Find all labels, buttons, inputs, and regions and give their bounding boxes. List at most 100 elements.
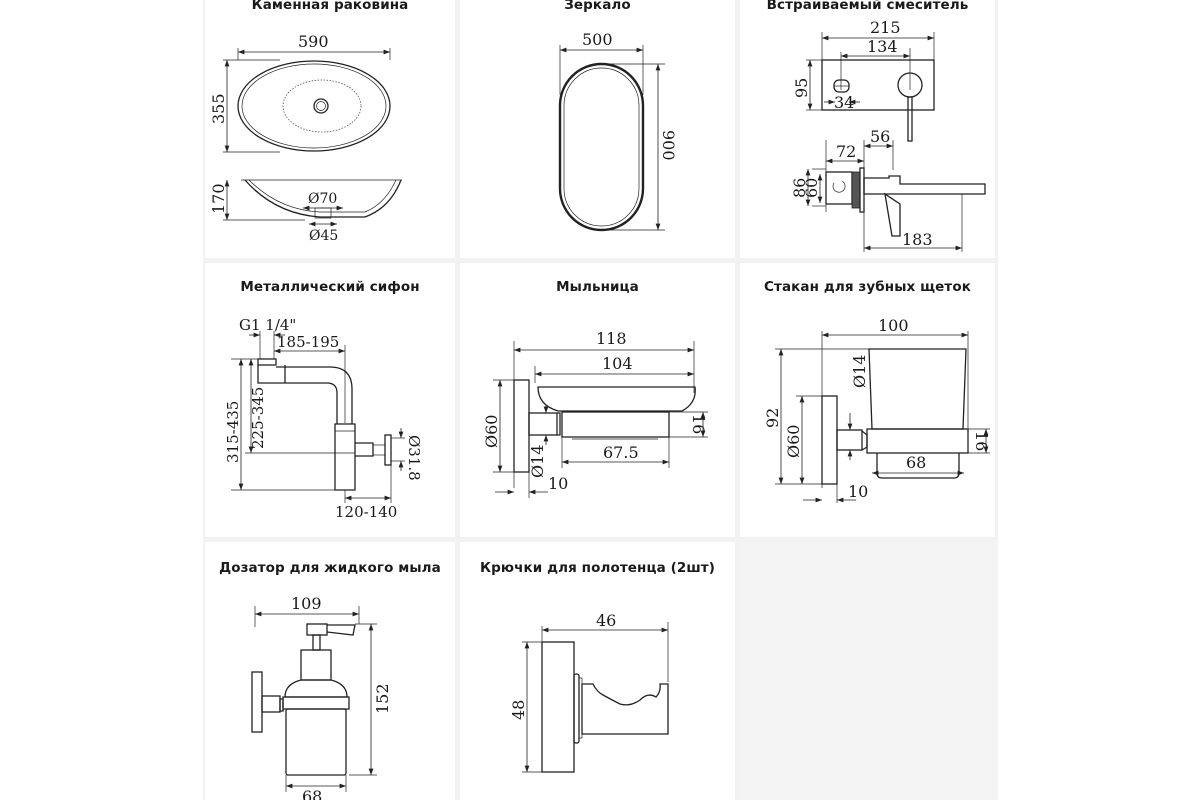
- dim-width: 500: [582, 30, 613, 49]
- dim-width: 109: [291, 594, 322, 613]
- panel-title: Зеркало: [564, 0, 631, 13]
- dim-length: 46: [596, 611, 616, 630]
- panel-title: Каменная раковина: [251, 0, 409, 13]
- dim-holder-length: 67.5: [603, 443, 639, 462]
- dim-width: 590: [298, 32, 329, 51]
- dim-outlet-diameter: Ø31.8: [405, 435, 423, 481]
- dim-height: 900: [659, 130, 678, 161]
- dim-height-outer: 86: [790, 178, 809, 198]
- sink-inner-dashed: [282, 79, 362, 133]
- mixer-drawing: 215 134 95 34 72 56: [790, 18, 986, 252]
- mirror-drawing: 500 900: [558, 30, 678, 232]
- dim-thread: G1 1/4": [239, 316, 296, 334]
- dim-ring-height: 16: [972, 431, 991, 451]
- pump-neck: [300, 649, 332, 681]
- cup-glass: [868, 348, 967, 430]
- siphon-outlet: [355, 442, 374, 457]
- bottle-shoulder: [284, 679, 348, 698]
- dim-cup-bottom: 68: [906, 453, 926, 472]
- soap-dish-drawing: 118 104 Ø60 Ø14 16 67.5: [482, 329, 708, 498]
- dim-height-inlet: 225-345: [249, 387, 267, 449]
- dim-drain-outer: Ø70: [308, 191, 337, 207]
- dim-height: 152: [373, 683, 392, 714]
- panel-title: Металлический сифон: [240, 279, 420, 295]
- spec-sheet-grid: Каменная раковина 590 355: [203, 0, 998, 800]
- dim-base-diameter: Ø60: [482, 415, 501, 448]
- dim-height: 92: [763, 408, 782, 428]
- dim-spacing: 134: [867, 37, 898, 56]
- panel-toothbrush-cup: Стакан для зубных щеток 100 92 Ø60 Ø14: [740, 263, 995, 537]
- dim-spout: 183: [902, 230, 933, 249]
- panel-title: Мыльница: [556, 279, 639, 295]
- pump-spout: [326, 624, 356, 636]
- dim-rod-diameter: Ø14: [850, 355, 869, 388]
- wall-base: [513, 379, 530, 473]
- panel-towel-hooks: Крючки для полотенца (2шт) 46 48: [460, 542, 735, 800]
- dim-total-length: 100: [878, 316, 909, 335]
- dish-holder: [561, 411, 670, 438]
- dim-bottle-width: 68: [302, 787, 322, 800]
- dim-dish-length: 104: [602, 354, 633, 373]
- dim-height: 355: [209, 93, 228, 124]
- hook-arm: [581, 683, 669, 735]
- soap-dish-tray: [537, 386, 696, 412]
- dim-rod-diameter: Ø14: [528, 445, 547, 478]
- dim-handle: 34: [834, 93, 854, 112]
- pump-head: [306, 623, 328, 636]
- dim-height-inner: 60: [802, 178, 821, 198]
- dim-reach: 185-195: [277, 333, 339, 351]
- dim-height: 95: [792, 78, 811, 98]
- siphon-pipe-upper: [276, 366, 353, 424]
- panel-soap-dish: Мыльница 118 104 Ø60 Ø14 16: [460, 263, 735, 537]
- mixer-handle-side: [884, 192, 901, 237]
- panel-empty: [740, 542, 998, 800]
- drain-icon: [313, 98, 329, 114]
- panel-mixer: Встраиваемый смеситель 215 134 95 34: [740, 0, 995, 258]
- panel-title: Стакан для зубных щеток: [764, 279, 971, 295]
- dim-depth: 170: [209, 183, 228, 214]
- mount-rod: [836, 429, 863, 451]
- dim-width: 215: [870, 18, 901, 37]
- panel-title: Встраиваемый смеситель: [766, 0, 969, 13]
- dim-drain-inner: Ø45: [309, 228, 338, 244]
- sink-bowl-outline: [237, 60, 391, 152]
- dim-depth-front: 56: [870, 127, 890, 146]
- dim-holder-height: 16: [689, 414, 708, 434]
- wall-base: [251, 671, 263, 733]
- wall-base: [541, 641, 575, 773]
- panel-soap-dispenser: Дозатор для жидкого мыла 109 152 68: [205, 542, 455, 800]
- soap-dispenser-drawing: 109 152 68: [251, 594, 392, 800]
- siphon-body: [334, 423, 356, 491]
- panel-mirror: Зеркало 500 900: [460, 0, 735, 258]
- dim-base-thickness: 10: [848, 482, 868, 501]
- mount-rod: [528, 412, 558, 436]
- toothbrush-cup-drawing: 100 92 Ø60 Ø14 16 68: [763, 316, 991, 503]
- dim-base-thickness: 10: [548, 474, 568, 493]
- mixer-plate: [821, 59, 935, 111]
- panel-title: Крючки для полотенца (2шт): [480, 560, 715, 576]
- siphon-drawing: G1 1/4" 185-195 315-435 225-345: [224, 316, 423, 521]
- siphon-inlet: [257, 358, 277, 366]
- dim-height: 48: [509, 700, 528, 720]
- mount-rod: [261, 695, 281, 713]
- siphon-flange: [384, 434, 392, 466]
- bottle-body: [285, 708, 347, 776]
- dim-depth-body: 72: [836, 142, 856, 161]
- mixer-spout: [863, 175, 986, 195]
- sink-side-profile: [244, 179, 402, 218]
- cup-ring: [866, 428, 969, 454]
- holder-ring: [282, 696, 350, 710]
- panel-title: Дозатор для жидкого мыла: [219, 560, 441, 576]
- mixer-body: [825, 171, 853, 205]
- panel-stone-sink: Каменная раковина 590 355: [205, 0, 455, 258]
- towel-hook-drawing: 46 48: [509, 611, 669, 773]
- dim-total-length: 118: [596, 329, 627, 348]
- mixer-flange: [851, 171, 861, 209]
- mixer-lever: [907, 96, 913, 142]
- dim-outlet-offset: 120-140: [335, 503, 397, 521]
- panel-siphon: Металлический сифон G1 1/4" 185-195 3: [205, 263, 455, 537]
- dim-height-total: 315-435: [224, 401, 242, 463]
- dim-base-diameter: Ø60: [784, 425, 803, 458]
- mirror-frame: [558, 62, 645, 232]
- wall-base: [821, 395, 838, 485]
